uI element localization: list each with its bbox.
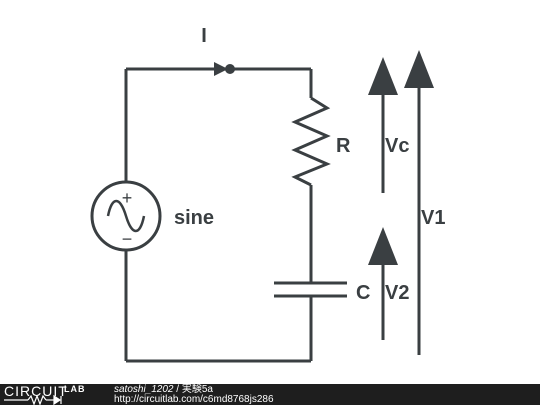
footer-bar: CIRCUIT LAB satoshi_1202 / 実験5a http://c… (0, 384, 540, 405)
circuit-url-link[interactable]: http://circuitlab.com/c6md8768js286 (114, 394, 274, 405)
logo-resistor-icon (4, 395, 62, 405)
source-minus-sign: − (122, 229, 133, 249)
circuit-credit: satoshi_1202 / 実験5a (114, 385, 213, 395)
sine-wave-icon (106, 199, 146, 233)
v2-arrowhead-icon (368, 227, 398, 265)
circuitlab-logo: CIRCUIT LAB (4, 384, 104, 405)
resistor-label: R (336, 135, 351, 157)
logo-text-bottom: LAB (64, 384, 86, 394)
circuit-schematic: + − I R sine C Vc V1 V2 (90, 25, 445, 363)
source-label: sine (174, 207, 214, 229)
circuit-title[interactable]: 実験5a (181, 384, 213, 395)
source-plus-sign: + (122, 188, 133, 208)
credit-separator: / (173, 384, 182, 395)
capacitor-label: C (356, 282, 370, 304)
resistor-symbol (291, 96, 331, 187)
v1-label: V1 (421, 207, 445, 229)
current-arrow-icon (214, 62, 228, 76)
v2-label: V2 (385, 282, 409, 304)
author-link[interactable]: satoshi_1202 (114, 384, 174, 395)
v1-arrowhead-icon (404, 50, 434, 88)
sine-source-symbol (90, 180, 162, 252)
vc-label: Vc (385, 135, 409, 157)
logo-text-top: CIRCUIT (4, 383, 68, 399)
vc-arrowhead-icon (368, 57, 398, 95)
current-marker-dot (225, 64, 235, 74)
current-label: I (201, 25, 207, 47)
